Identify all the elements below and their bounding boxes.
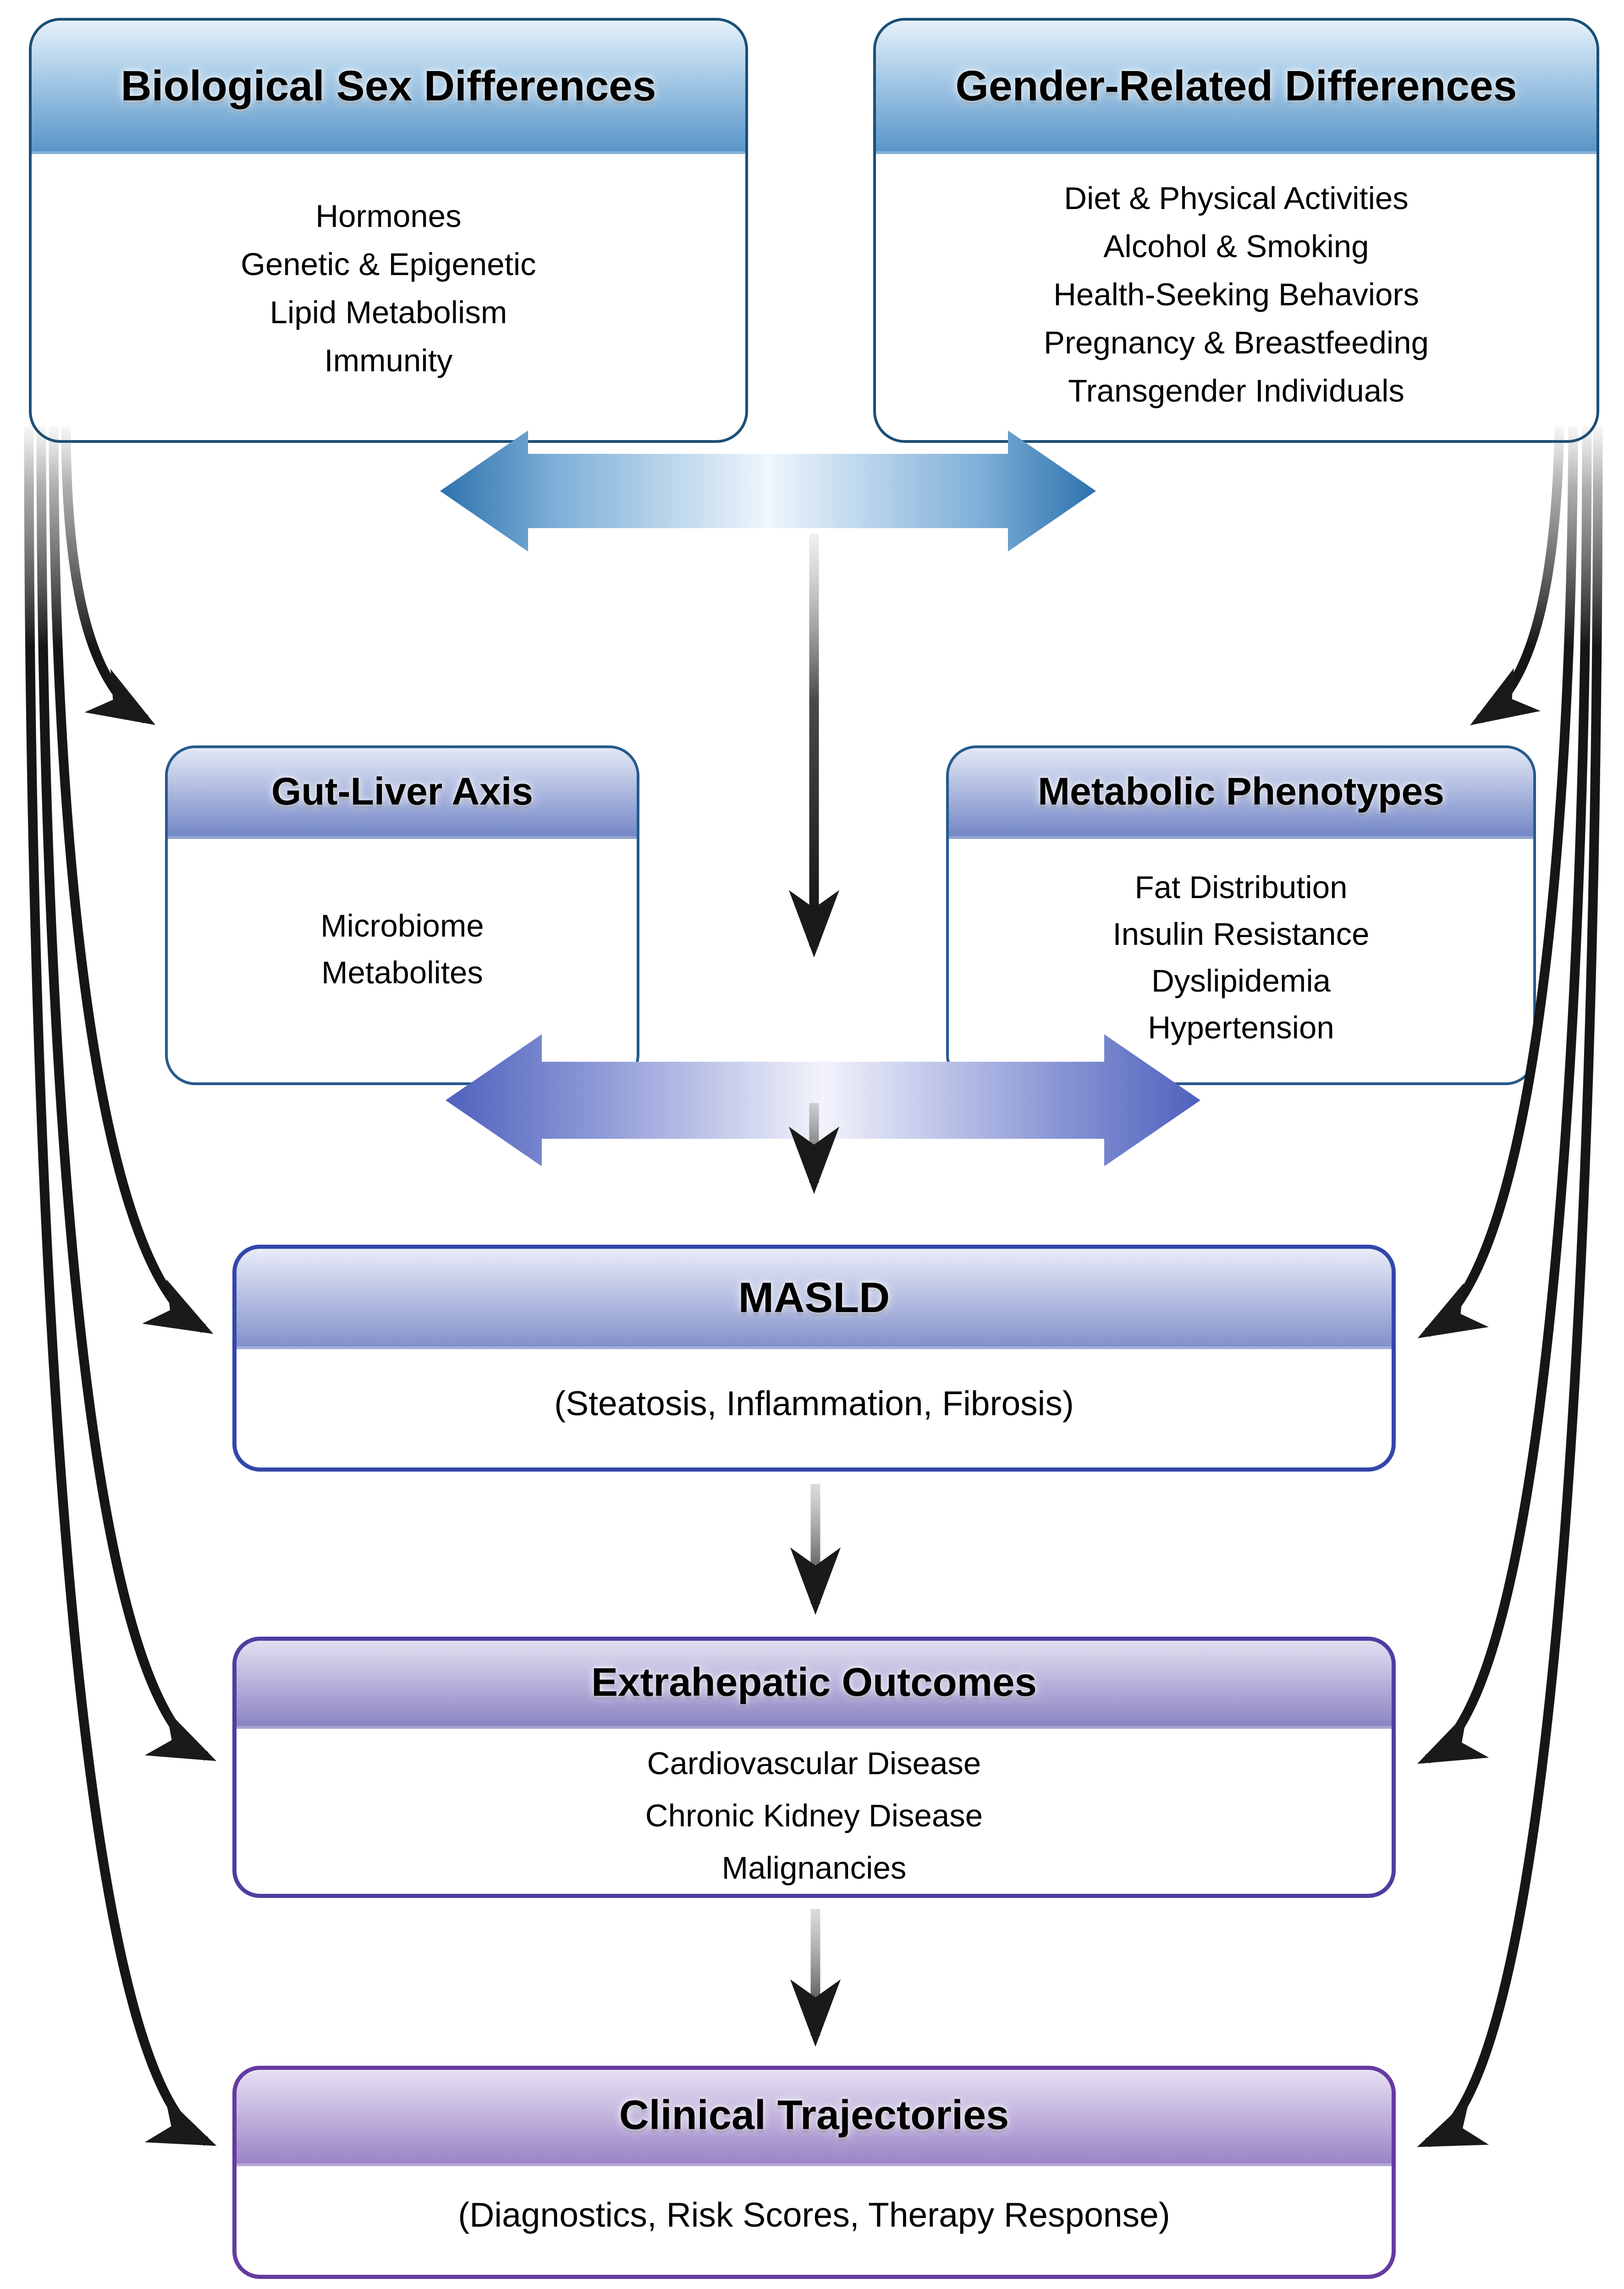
arrow-right-to-extrahepatic (1417, 426, 1592, 1764)
arrow-left-to-clinical (24, 426, 217, 2146)
node-extrahepatic-outcomes: Extrahepatic Outcomes Cardiovascular Dis… (232, 1637, 1396, 1898)
node-subtitle: (Steatosis, Inflammation, Fibrosis) (554, 1385, 1074, 1423)
list-line: Genetic & Epigenetic (241, 246, 536, 282)
node-header: MASLD (237, 1249, 1392, 1349)
node-header: Biological Sex Differences (32, 21, 745, 154)
node-title: Metabolic Phenotypes (1038, 770, 1444, 813)
node-subtitle: (Diagnostics, Risk Scores, Therapy Respo… (458, 2196, 1170, 2235)
node-header: Metabolic Phenotypes (949, 748, 1533, 839)
list-line: Metabolites (321, 954, 483, 990)
list-line: Hormones (315, 198, 462, 234)
arrow-left-to-extrahepatic (36, 426, 217, 1761)
arrow-right-to-clinical (1417, 426, 1603, 2147)
arrow-left-to-gut-liver (61, 426, 156, 725)
list-line: Microbiome (320, 908, 484, 943)
node-gender-related-differences: Gender-Related Differences Diet & Physic… (873, 18, 1599, 443)
list-line: Transgender Individuals (1068, 373, 1404, 408)
node-title: MASLD (738, 1273, 890, 1321)
node-title: Biological Sex Differences (121, 61, 656, 110)
node-header: Gender-Related Differences (876, 21, 1596, 154)
list-line: Insulin Resistance (1112, 916, 1370, 952)
list-line: Hypertension (1148, 1009, 1334, 1045)
list-line: Chronic Kidney Disease (645, 1798, 983, 1833)
node-masld: MASLD (Steatosis, Inflammation, Fibrosis… (232, 1245, 1396, 1472)
arrow-biological-gender-double (440, 430, 1096, 552)
node-title: Clinical Trajectories (619, 2093, 1009, 2139)
arrow-right-to-metabolic (1470, 426, 1564, 726)
node-header: Clinical Trajectories (237, 2070, 1392, 2166)
list-line: Malignancies (721, 1850, 907, 1886)
list-line: Cardiovascular Disease (647, 1745, 981, 1781)
list-line: Dyslipidemia (1151, 963, 1331, 998)
list-line: Pregnancy & Breastfeeding (1043, 325, 1429, 360)
node-title: Gender-Related Differences (955, 61, 1517, 110)
node-title: Extrahepatic Outcomes (591, 1660, 1037, 1705)
list-line: Alcohol & Smoking (1103, 228, 1369, 264)
node-header: Gut-Liver Axis (168, 748, 637, 839)
list-line: Diet & Physical Activities (1064, 180, 1409, 216)
list-line: Fat Distribution (1134, 869, 1348, 905)
node-header: Extrahepatic Outcomes (237, 1641, 1392, 1729)
node-clinical-trajectories: Clinical Trajectories (Diagnostics, Risk… (232, 2066, 1396, 2279)
list-line: Lipid Metabolism (270, 294, 507, 330)
list-line: Health-Seeking Behaviors (1053, 276, 1419, 312)
node-title: Gut-Liver Axis (271, 770, 534, 813)
list-line: Immunity (324, 342, 453, 378)
